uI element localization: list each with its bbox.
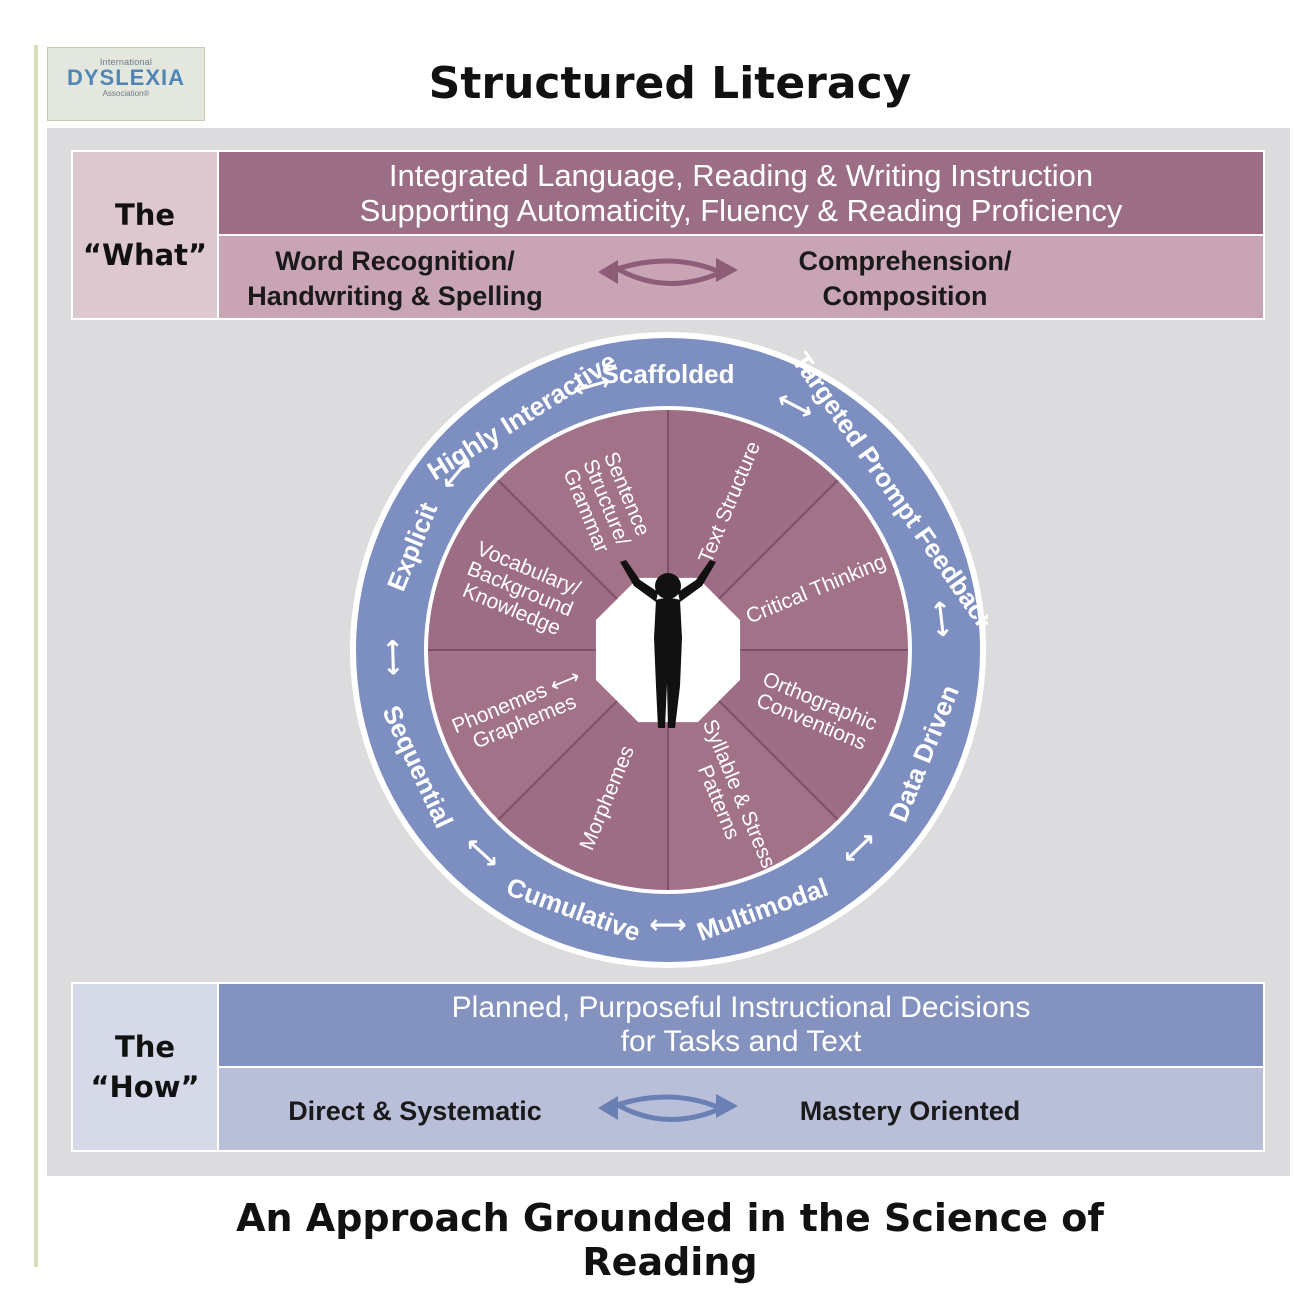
logo-line-3: Association® <box>102 89 150 98</box>
how-crossing-arrows-icon <box>598 1094 738 1122</box>
comprehension-text: Comprehension/ Composition <box>760 244 1050 314</box>
what-components-bar <box>217 234 1265 320</box>
double-arrow-icon: ⟷ <box>649 910 686 940</box>
word-recognition-text: Word Recognition/ Handwriting & Spelling <box>230 244 560 314</box>
what-banner: Integrated Language, Reading & Writing I… <box>217 150 1265 236</box>
word-recognition-line-1: Word Recognition/ <box>275 246 515 276</box>
wheel-segment <box>668 410 838 650</box>
direct-systematic-text: Direct & Systematic <box>288 1096 542 1126</box>
comprehension-line-2: Composition <box>822 281 988 311</box>
left-rule <box>34 45 38 1267</box>
logo-line-1: International <box>99 57 153 67</box>
logo-line-2: DYSLEXIA <box>66 65 186 90</box>
how-label: The “How” <box>71 982 219 1152</box>
how-banner-line-2: for Tasks and Text <box>620 1025 862 1058</box>
footer-tagline: An Approach Grounded in the Science of R… <box>236 1196 1104 1284</box>
double-arrow-icon: ⟷ <box>924 599 958 639</box>
outer-ring-label: Scaffolded <box>602 359 735 389</box>
what-label-line-1: The <box>114 198 176 232</box>
what-label-line-2: “What” <box>82 238 208 272</box>
mastery-oriented-text: Mastery Oriented <box>799 1096 1021 1126</box>
how-methods-bar <box>217 1066 1265 1152</box>
how-banner: Planned, Purposeful Instructional Decisi… <box>217 982 1265 1068</box>
wheel-segment <box>498 410 668 650</box>
wheel-segment <box>668 650 908 820</box>
what-label: The “What” <box>71 150 219 320</box>
student-figure-icon <box>620 560 716 728</box>
wheel-segment <box>428 480 668 650</box>
what-banner-line-1: Integrated Language, Reading & Writing I… <box>388 158 1094 193</box>
what-banner-line-2: Supporting Automaticity, Fluency & Readi… <box>359 193 1123 228</box>
wheel-segment <box>498 650 668 890</box>
wheel-segments <box>428 410 908 890</box>
double-arrow-icon: ⟷ <box>378 638 409 676</box>
how-label-line-2: “How” <box>90 1070 200 1104</box>
page-title: Structured Literacy <box>428 58 912 109</box>
ida-logo: International DYSLEXIA Association® <box>47 47 205 121</box>
word-recognition-line-2: Handwriting & Spelling <box>247 281 543 311</box>
wheel-segment <box>668 650 838 890</box>
how-label-line-1: The <box>114 1030 176 1064</box>
comprehension-line-1: Comprehension/ <box>798 246 1012 276</box>
wheel-segment <box>668 480 908 650</box>
what-crossing-arrows-icon <box>598 258 738 286</box>
wheel-segment <box>428 650 668 820</box>
how-banner-line-1: Planned, Purposeful Instructional Decisi… <box>451 991 1031 1024</box>
